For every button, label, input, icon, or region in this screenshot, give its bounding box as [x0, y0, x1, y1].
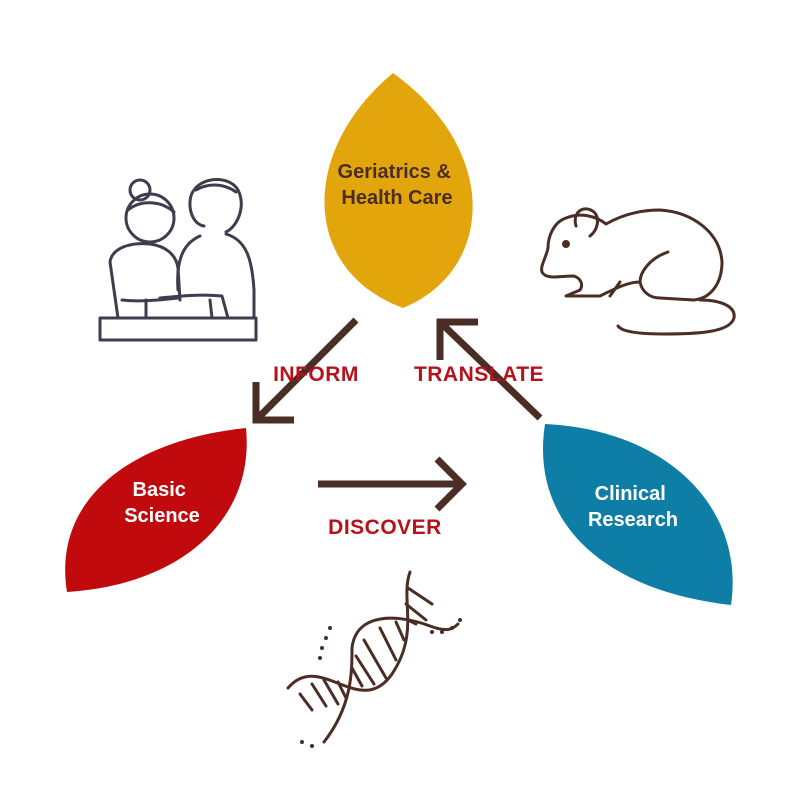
inform-label: INFORM	[273, 363, 359, 386]
inform-arrow	[252, 317, 359, 424]
geriatrics-label-line2: Health Care	[341, 187, 452, 209]
discover-arrow	[318, 456, 467, 512]
dna-helix-icon	[286, 570, 462, 748]
basic-science-label: Basic Science	[124, 479, 200, 527]
translate-arrow	[436, 318, 543, 421]
geriatrics-label-line1: Geriatrics &	[338, 161, 451, 183]
lab-mouse-icon	[540, 207, 736, 336]
translate-label: TRANSLATE	[414, 363, 544, 386]
geriatrics-leaf	[324, 73, 473, 308]
patient-caregiver-icon	[98, 178, 258, 342]
basic-science-label-line2: Science	[124, 505, 200, 527]
basic-science-label-line1: Basic	[133, 479, 186, 501]
geriatrics-label: Geriatrics & Health Care	[338, 161, 457, 209]
clinical-research-label-line2: Research	[588, 509, 678, 531]
clinical-research-label-line1: Clinical	[595, 483, 666, 505]
discover-label: DISCOVER	[328, 516, 442, 539]
clinical-research-leaf	[542, 424, 733, 605]
clinical-research-label: Clinical Research	[588, 483, 678, 531]
basic-science-leaf	[65, 428, 247, 592]
